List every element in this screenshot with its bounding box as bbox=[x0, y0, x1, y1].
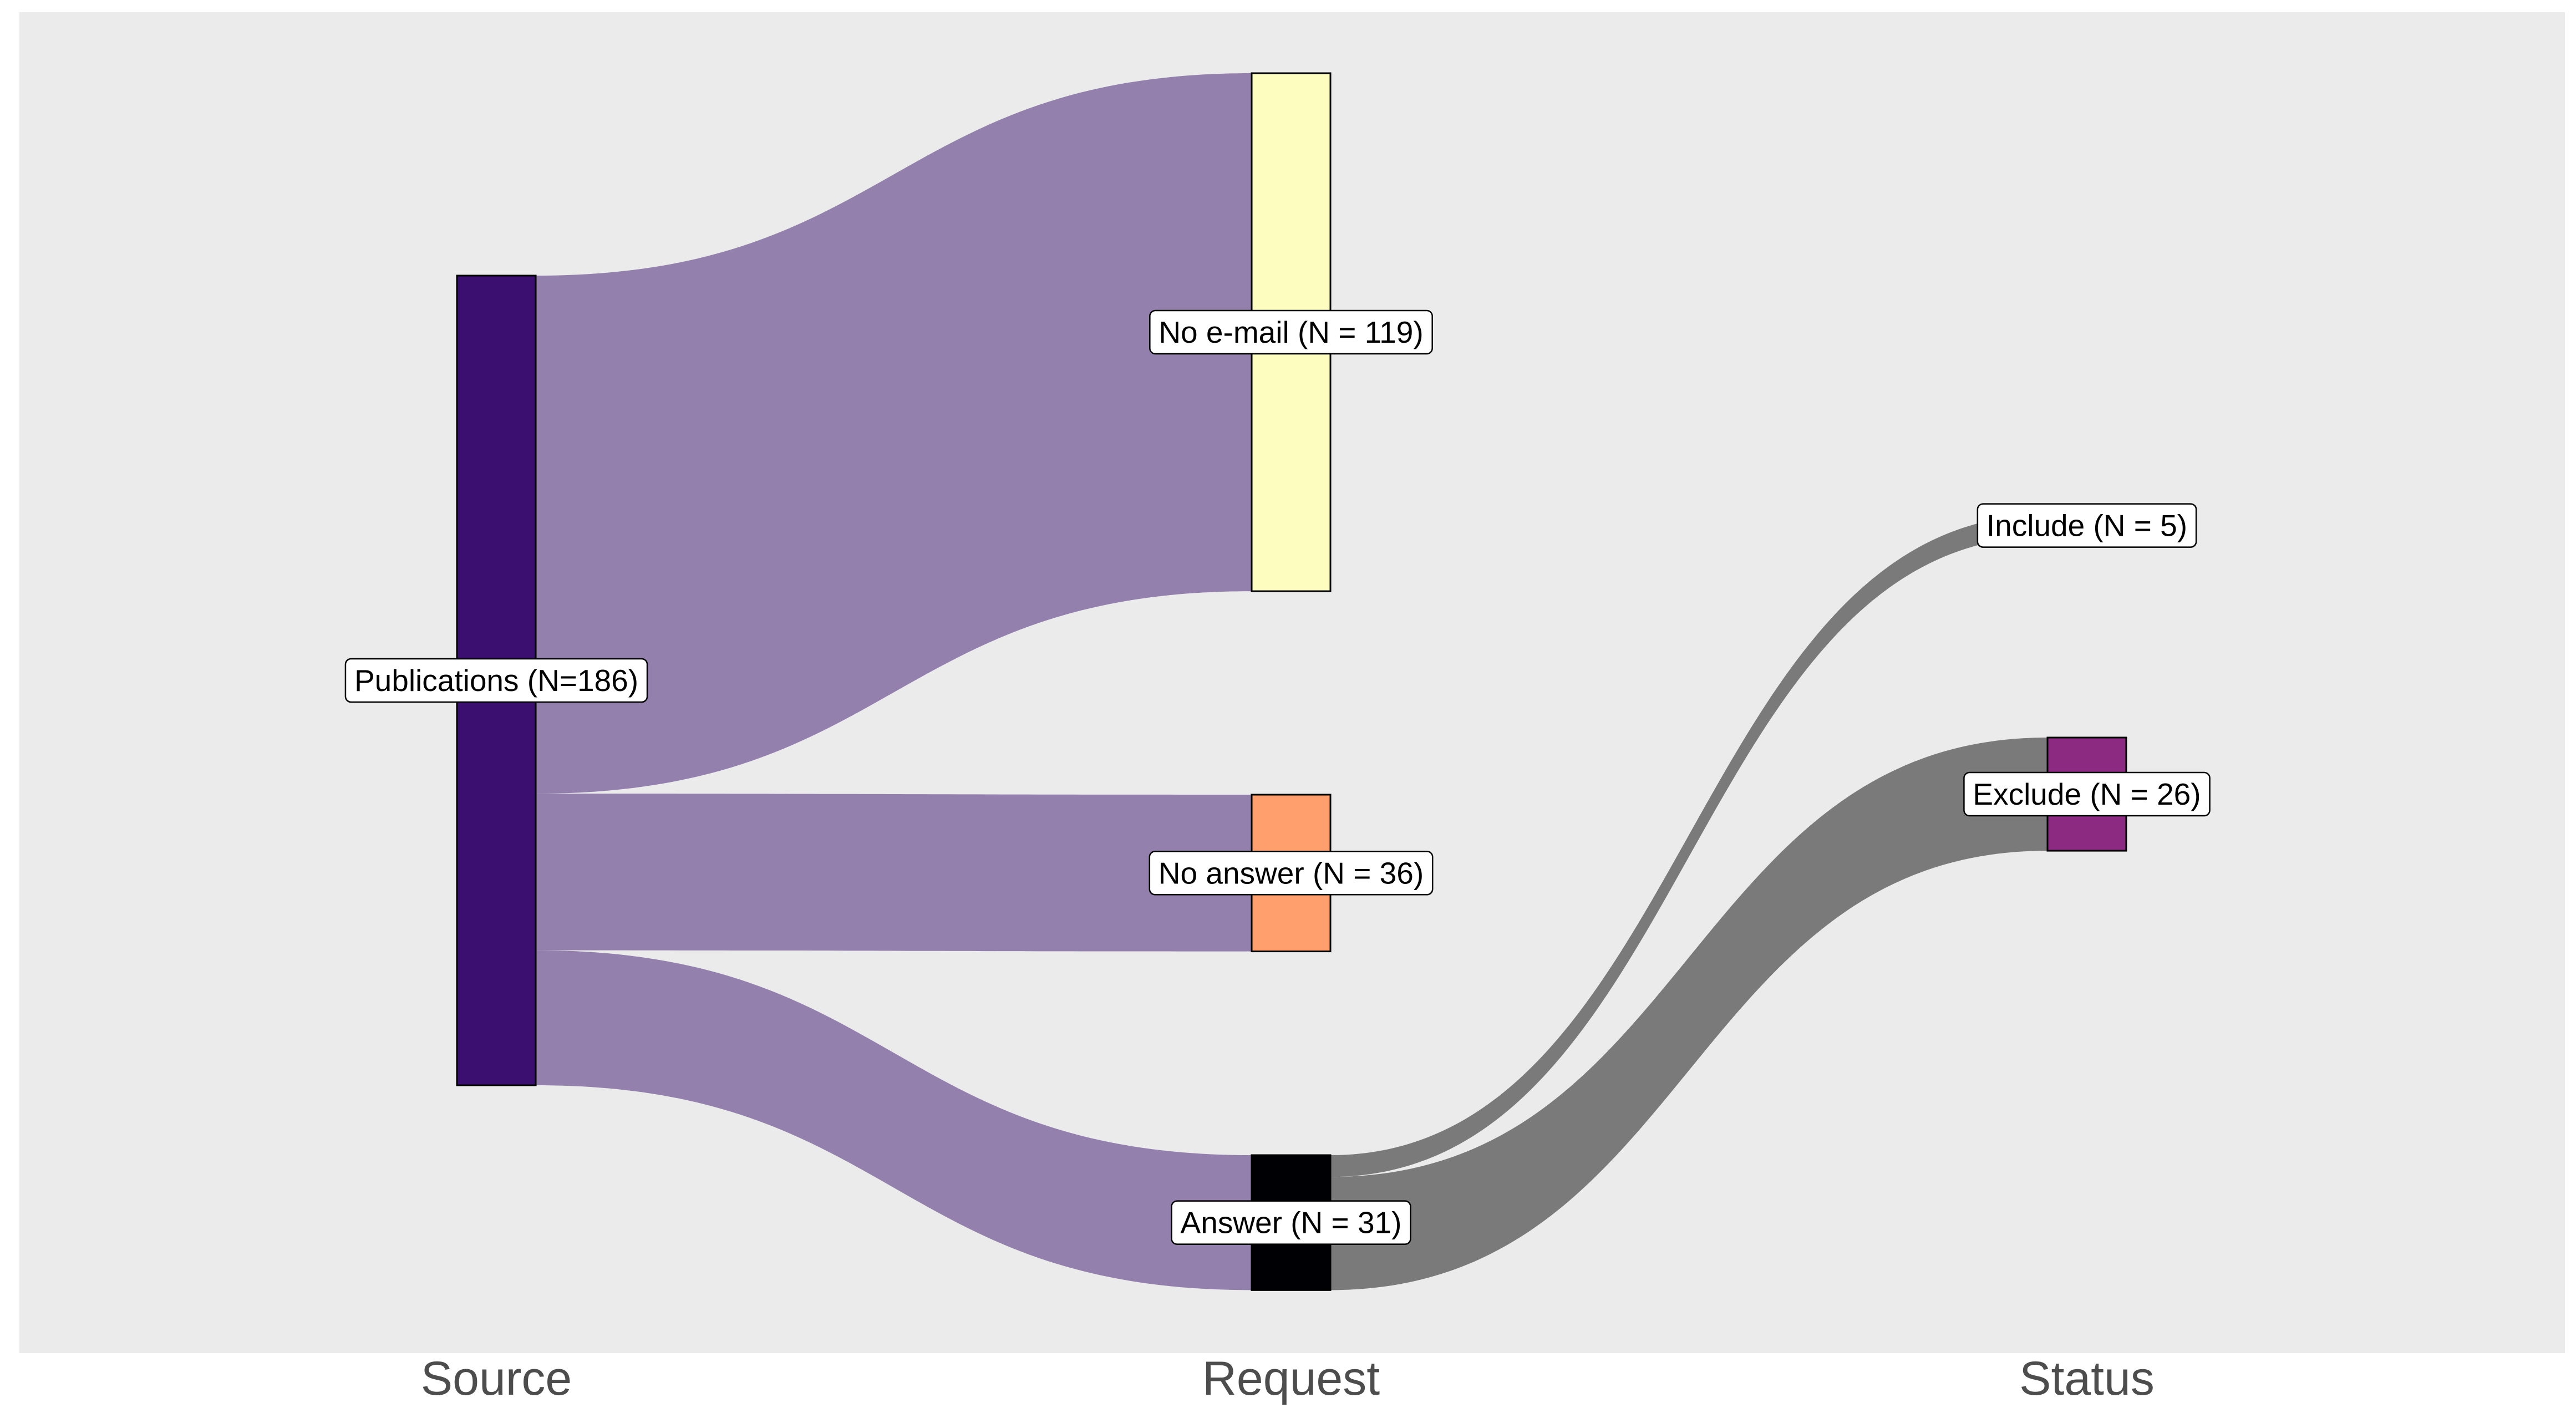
column-label-request: Request bbox=[1202, 1352, 1380, 1405]
label-text: No e-mail (N = 119) bbox=[1159, 315, 1423, 349]
label-text: No answer (N = 36) bbox=[1159, 856, 1424, 890]
node-label-include: Include (N = 5) bbox=[1977, 503, 2197, 548]
column-label-status: Status bbox=[2019, 1352, 2155, 1405]
label-text: Publications (N=186) bbox=[354, 663, 638, 698]
label-box bbox=[1977, 503, 2197, 548]
node-label-answer: Answer (N = 31) bbox=[1171, 1200, 1411, 1245]
flow-link-publications-to-no_email bbox=[536, 73, 1252, 794]
column-axis: Source Request Status bbox=[421, 1352, 2155, 1405]
flow-link-publications-to-no_answer bbox=[536, 794, 1252, 952]
label-box bbox=[1149, 309, 1433, 355]
label-text: Answer (N = 31) bbox=[1181, 1206, 1402, 1240]
flow-link-answer-to-exclude bbox=[1330, 738, 2047, 1290]
flow-link-publications-to-answer bbox=[536, 950, 1252, 1290]
node-label-publications: Publications (N=186) bbox=[344, 658, 648, 703]
node-label-no-email: No e-mail (N = 119) bbox=[1149, 309, 1433, 355]
label-box bbox=[1149, 851, 1434, 896]
flow-link-answer-to-include bbox=[1330, 515, 2047, 1177]
label-text: Include (N = 5) bbox=[1986, 509, 2187, 543]
label-box bbox=[1171, 1200, 1411, 1245]
label-box bbox=[1963, 771, 2211, 817]
label-box bbox=[344, 658, 648, 703]
node-label-exclude: Exclude (N = 26) bbox=[1963, 771, 2211, 817]
node-label-no-answer: No answer (N = 36) bbox=[1149, 851, 1434, 896]
column-label-source: Source bbox=[421, 1352, 572, 1405]
links-layer bbox=[536, 73, 2047, 1290]
labels-layer: Publications (N=186) No e-mail (N = 119) N… bbox=[344, 309, 2211, 1245]
label-text: Exclude (N = 26) bbox=[1973, 777, 2201, 811]
